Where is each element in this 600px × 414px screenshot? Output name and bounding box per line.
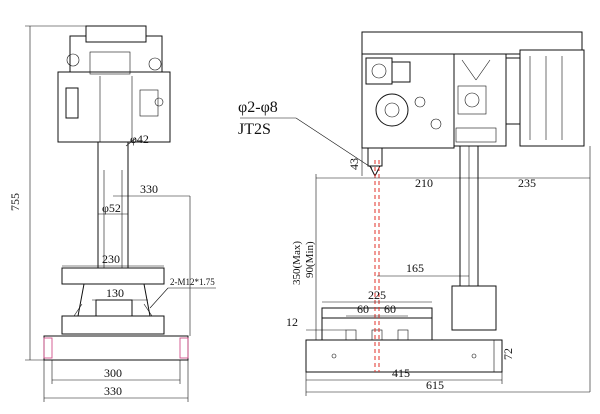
dim-235-label: 235 <box>518 176 536 190</box>
side-panel-box <box>391 61 411 83</box>
side-feed-wheel <box>375 93 409 127</box>
front-motor-plate <box>89 51 131 75</box>
dim-43-label: 43 <box>347 158 361 170</box>
dim-60b-label: 60 <box>384 302 396 316</box>
bolt-spec-label: 2-M12*1.75 <box>170 277 215 287</box>
chuck-range-label: φ2-φ8 <box>238 99 278 116</box>
dim-leader-bolt <box>149 287 169 309</box>
side-gear-bottom <box>455 127 497 143</box>
side-switch-panel <box>365 57 393 85</box>
dim-130-label: 130 <box>106 286 124 300</box>
dim-60a-label: 60 <box>357 302 369 316</box>
front-feed-block <box>139 89 159 117</box>
front-view: 755 φ42 330 φ52 230 130 2-M12*1.75 300 3… <box>8 25 216 402</box>
front-motor-top <box>69 35 163 77</box>
side-gear <box>464 92 480 108</box>
dim-dia42-label: φ42 <box>130 132 149 146</box>
dim-210-label: 210 <box>415 176 433 190</box>
side-view: φ2-φ8 JT2S 43 210 235 350(Max) 90(Min) 1… <box>238 31 591 396</box>
side-table <box>321 317 433 341</box>
side-gear-plate <box>457 85 487 115</box>
front-bolt-right <box>143 303 153 317</box>
front-bolt-left <box>73 303 83 317</box>
dim-165-label: 165 <box>406 261 424 275</box>
dim-755-label: 755 <box>8 193 22 211</box>
dim-330-base-label: 330 <box>104 384 122 398</box>
dim-72-label: 72 <box>501 348 515 360</box>
dim-leader-42 <box>125 137 137 147</box>
dim-dia52-label: φ52 <box>102 201 121 215</box>
front-knob-right <box>148 57 162 71</box>
front-base-endcap-left <box>43 337 53 359</box>
leader-chuck <box>295 117 373 169</box>
front-base-endcap-right <box>179 337 189 359</box>
front-side-window <box>65 87 79 119</box>
side-gearbox <box>453 53 507 147</box>
front-support-slot <box>95 299 133 317</box>
side-column-foot <box>451 285 497 331</box>
side-table-top <box>321 307 433 319</box>
side-switch-icon <box>371 63 387 79</box>
front-knob-left <box>66 53 80 67</box>
front-base-plate <box>61 315 165 335</box>
side-base-hole <box>331 353 337 359</box>
side-feed-wheel-hub <box>384 102 400 118</box>
dim-230-label: 230 <box>102 252 120 266</box>
stroke-min-label: 90(Min) <box>304 241 316 278</box>
taper-label: JT2S <box>238 121 271 138</box>
dim-225-label: 225 <box>368 288 386 302</box>
dim-12-label: 12 <box>286 315 298 329</box>
side-motor-flange <box>505 57 521 125</box>
front-base <box>43 335 189 361</box>
dim-615-label: 615 <box>426 378 444 392</box>
front-table <box>61 267 165 285</box>
side-base <box>305 339 503 373</box>
side-knob <box>414 96 426 108</box>
dim-300-label: 300 <box>104 366 122 380</box>
side-motor <box>519 49 585 147</box>
side-gearbox-brace <box>461 59 477 81</box>
dim-330-reach-label: 330 <box>140 182 158 196</box>
front-feed-knob <box>154 97 164 107</box>
side-gearbox-brace <box>475 59 491 81</box>
side-knob <box>430 118 442 130</box>
front-column <box>97 141 129 271</box>
front-motor-cap <box>85 25 147 43</box>
stroke-max-label: 350(Max) <box>291 241 303 285</box>
side-base-hole <box>471 353 477 359</box>
dim-415-label: 415 <box>392 366 410 380</box>
